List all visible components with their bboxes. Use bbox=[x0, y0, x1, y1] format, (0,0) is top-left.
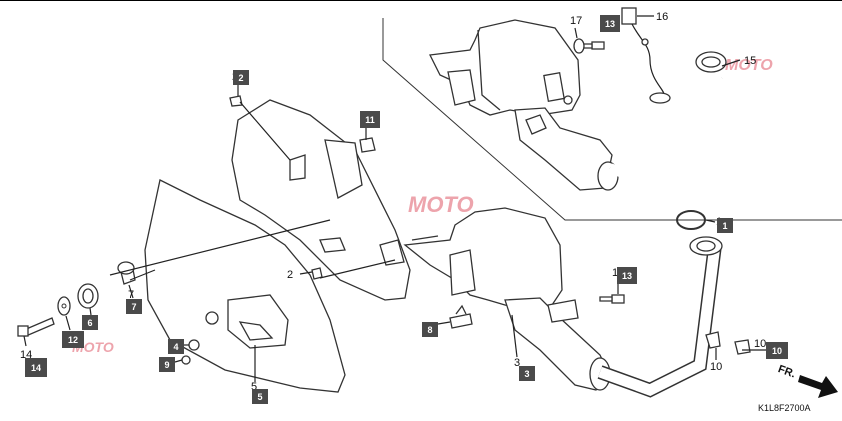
diagram-code: K1L8F2700A bbox=[758, 403, 811, 413]
cap-nut bbox=[229, 95, 323, 280]
callout-box-7 bbox=[126, 299, 142, 314]
callout-box-3 bbox=[519, 366, 535, 381]
heat-shield-cover bbox=[144, 179, 346, 393]
callout-box-11 bbox=[360, 111, 380, 128]
callout-num-15: 15 bbox=[744, 55, 756, 67]
callout-box-1 bbox=[717, 218, 733, 233]
svg-text:FR.: FR. bbox=[776, 363, 797, 380]
callout-box-14 bbox=[25, 358, 47, 377]
callout-box-7-label: 7 bbox=[131, 302, 136, 312]
callout-box-8 bbox=[422, 322, 438, 337]
callout-box-12-label: 12 bbox=[68, 335, 78, 345]
callout-box-9-label: 9 bbox=[164, 360, 169, 370]
callout-num-17: 17 bbox=[570, 15, 582, 27]
callout-box-13 bbox=[617, 267, 637, 284]
callout-box-6 bbox=[82, 315, 98, 330]
callout-box-5-label: 5 bbox=[257, 392, 262, 402]
leader-lines bbox=[23, 15, 766, 382]
callout-num-10a: 10 bbox=[754, 338, 766, 350]
inset-muffler-assembly bbox=[429, 19, 727, 195]
protector-nut bbox=[359, 137, 376, 153]
main-bolt bbox=[599, 294, 625, 304]
callout-box-13-inset bbox=[600, 15, 620, 32]
callout-box-14-label: 14 bbox=[31, 363, 41, 373]
o2-sensor bbox=[621, 7, 671, 104]
callout-num-5: 5 bbox=[251, 381, 257, 393]
callout-box-1-label: 1 bbox=[722, 221, 727, 231]
callout-box-4-label: 4 bbox=[173, 342, 178, 352]
grommet bbox=[77, 283, 99, 309]
callout-num-16: 16 bbox=[656, 11, 668, 23]
callout-box-10 bbox=[766, 342, 788, 359]
callout-box-13-label: 13 bbox=[622, 271, 632, 281]
callout-box-3-label: 3 bbox=[524, 369, 529, 379]
flange-nut bbox=[705, 331, 751, 355]
callout-box-11-label: 11 bbox=[365, 115, 375, 125]
svg-text:MOTO: MOTO bbox=[408, 192, 474, 217]
inset-washer bbox=[573, 38, 585, 54]
callout-box-12 bbox=[62, 331, 84, 348]
callout-num-3: 3 bbox=[514, 357, 520, 369]
main-muffler-assembly bbox=[403, 207, 723, 398]
collar bbox=[117, 261, 136, 285]
inset-panel-border bbox=[382, 18, 842, 221]
callout-box-13-inset-label: 13 bbox=[605, 19, 615, 29]
callout-box-4 bbox=[168, 339, 184, 354]
hex-bolt bbox=[17, 317, 55, 337]
arrow-icon bbox=[798, 375, 838, 398]
callout-box-8-label: 8 bbox=[427, 325, 432, 335]
callout-box-10-label: 10 bbox=[772, 346, 782, 356]
small-screw bbox=[181, 339, 200, 365]
washer-large bbox=[57, 296, 71, 316]
gasket-ring bbox=[676, 210, 706, 230]
callout-box-5 bbox=[252, 389, 268, 404]
front-direction-indicator: FR. bbox=[776, 363, 838, 398]
muffler-protector-inner bbox=[231, 99, 411, 301]
rubber-mount bbox=[449, 304, 473, 329]
callout-num-10b: 10 bbox=[710, 361, 722, 373]
callout-box-2 bbox=[233, 70, 249, 85]
callout-num-2b: 2 bbox=[287, 269, 293, 281]
callout-box-2-label: 2 bbox=[238, 73, 243, 83]
callout-box-6-label: 6 bbox=[87, 318, 92, 328]
callout-num-7: 7 bbox=[128, 289, 134, 301]
callout-box-9 bbox=[159, 357, 175, 372]
